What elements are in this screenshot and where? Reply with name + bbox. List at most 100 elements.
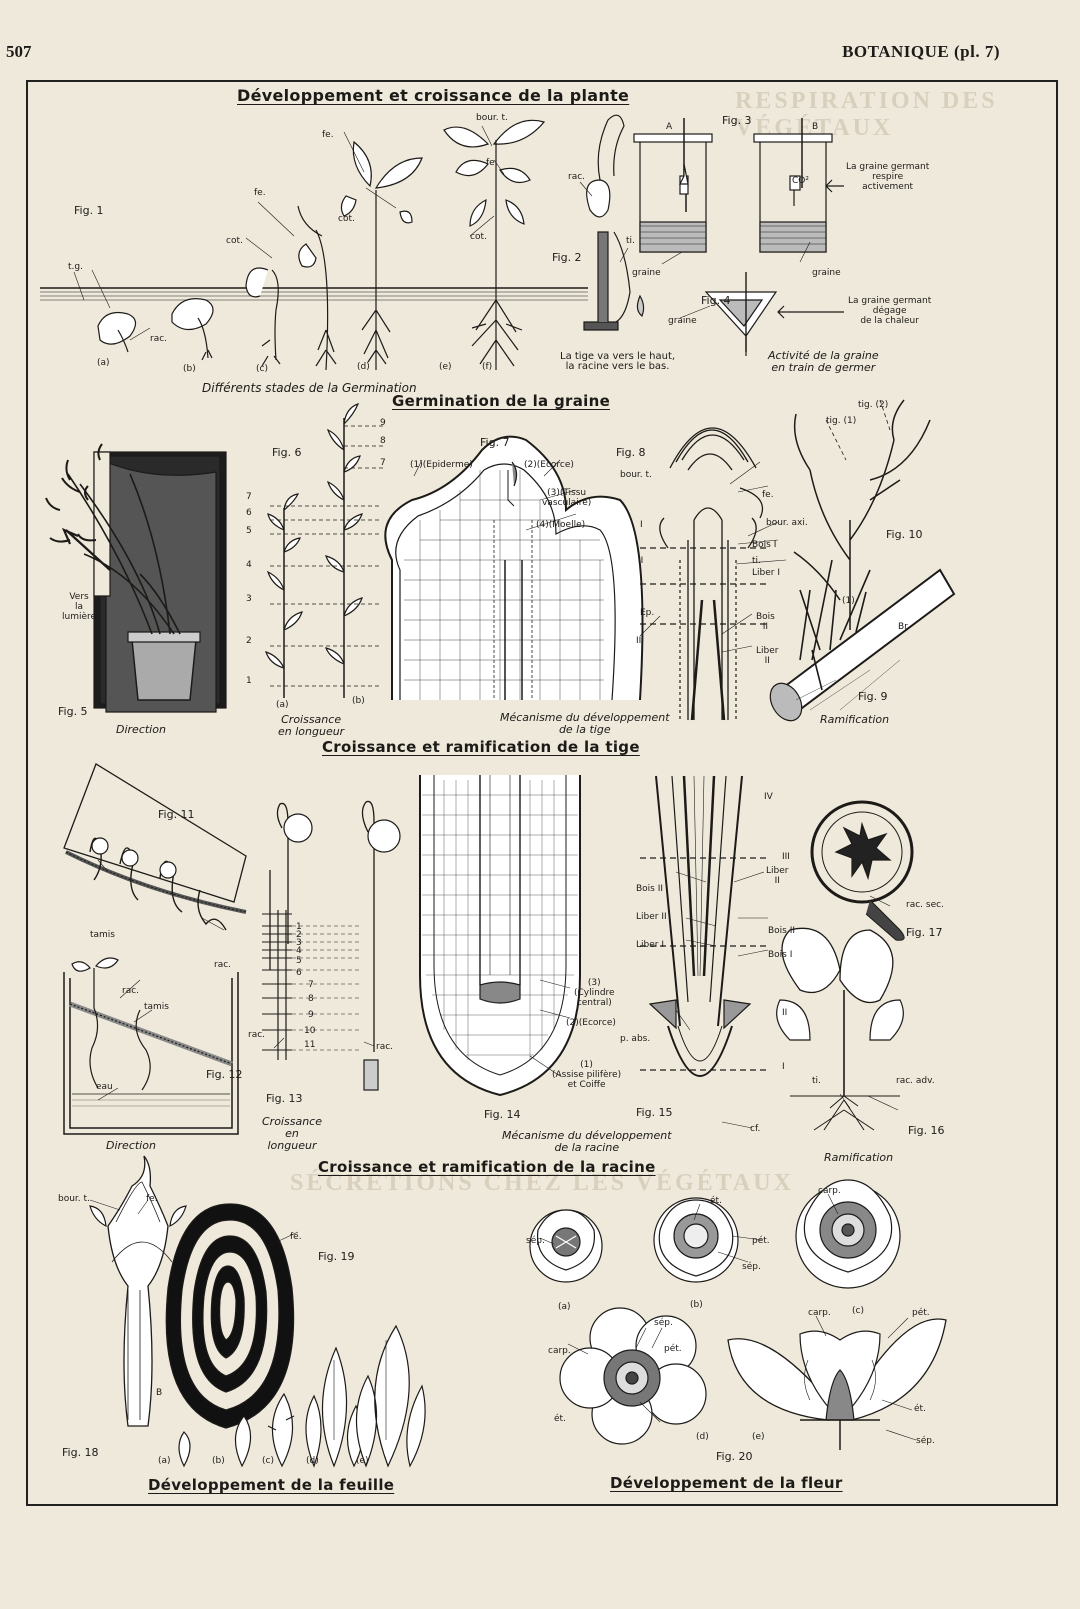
fig13-mark-6: 6: [296, 968, 302, 978]
label-cot-f: cot.: [470, 232, 487, 242]
label-carp-d: carp.: [548, 1346, 571, 1356]
label-pet-e: pét.: [912, 1308, 930, 1318]
fig-4-label: Fig. 4: [701, 294, 731, 307]
label-ecorce-root: (2)(Ecorce): [566, 1018, 616, 1028]
label-cf: cf.: [750, 1124, 761, 1134]
label-bour-axi: bour. axi.: [766, 518, 808, 528]
label-graine-b: graine: [812, 268, 841, 278]
label-bour-t-fig8: bour. t.: [620, 470, 652, 480]
label-fe-f: fe.: [486, 158, 498, 168]
seed-stage-e: [340, 140, 423, 370]
fig6-node-a-2: 2: [246, 636, 252, 646]
label-epiderme: (1)(Epiderme): [410, 460, 473, 470]
flower-stage-b: (b): [690, 1300, 703, 1310]
label-et-d: ét.: [554, 1414, 566, 1424]
fig-13-label: Fig. 13: [266, 1092, 303, 1105]
stem-elongation: [265, 403, 384, 698]
zone-I: I: [640, 520, 643, 530]
label-one-fig10: (1): [842, 596, 855, 606]
label-rac-fig2: rac.: [568, 172, 586, 182]
leaf-development-stages: [178, 1324, 426, 1468]
fig6-stem-b: (b): [352, 696, 365, 706]
stem-apex-cells: [384, 435, 644, 701]
label-ecorce: (2)(Ecorce): [524, 460, 574, 470]
label-graine-funnel: graine: [668, 316, 697, 326]
fig-2-label: Fig. 2: [552, 251, 582, 264]
water-tank-sieve: [63, 957, 239, 1135]
label-cot-e: cot.: [338, 214, 355, 224]
label-rac-fig11: rac.: [214, 960, 232, 970]
caption-fig2: La tige va vers le haut,la racine vers l…: [560, 351, 676, 372]
label-tamis-fig12: tamis: [144, 1002, 170, 1012]
label-tig1: tig. (1): [826, 416, 857, 426]
label-sep-e: sép.: [916, 1436, 935, 1446]
fig-15-label: Fig. 15: [636, 1106, 673, 1119]
bleed-text-2: SÉCRÉTIONS CHEZ LES VÉGÉTAUX: [290, 1170, 794, 1196]
label-bois-I-right: Bois I: [768, 950, 793, 960]
leader-lines: [73, 125, 917, 1441]
title-stem-growth: Croissance et ramification de la tige: [322, 738, 640, 756]
leaf-stage-a: (a): [158, 1456, 171, 1466]
stage-d: (d): [357, 362, 370, 372]
flower-stage-a: (a): [558, 1302, 571, 1312]
fig6-stem-a: (a): [276, 700, 289, 710]
label-tig2: tig. (2): [858, 400, 889, 410]
label-rac-fig12: rac.: [122, 986, 140, 996]
label-bour-t-f: bour. t.: [476, 113, 508, 123]
label-ti-fig2: ti.: [626, 236, 635, 246]
label-et-b: ét.: [710, 1196, 722, 1206]
label-fe-fig18: fe.: [146, 1194, 158, 1204]
fig13-mark-1: 1: [296, 922, 302, 932]
label-sep-d: sép.: [654, 1318, 673, 1328]
fig-5-label: Fig. 5: [58, 705, 88, 718]
label-liber-II-left: Liber II: [636, 912, 667, 922]
fig-9-label: Fig. 9: [858, 690, 888, 703]
label-cot-c: cot.: [226, 236, 243, 246]
zone-II: II: [638, 556, 644, 566]
label-fe-d: fe.: [254, 188, 266, 198]
hydrotropism-sieve: [63, 763, 247, 931]
zone-I-root: I: [782, 1062, 785, 1072]
root-cross-section: [810, 800, 914, 941]
fig13-mark-10: 10: [304, 1026, 316, 1036]
label-bois-I: Bois I: [752, 540, 777, 550]
caption-germination-stages: Différents stades de la Germination: [202, 381, 417, 395]
seed-stage-b: [171, 298, 214, 361]
jar-a-label: A: [666, 122, 673, 132]
label-fe-e: fe.: [322, 130, 334, 140]
fig13-mark-2: 2: [296, 930, 302, 940]
seedling-roots: [776, 927, 904, 1131]
fig-18-label: Fig. 18: [62, 1446, 99, 1459]
caption-direction-water: Direction: [106, 1139, 156, 1152]
label-liber-I: Liber I: [752, 568, 780, 578]
label-carp-e: carp.: [808, 1308, 831, 1318]
fig-1-label: Fig. 1: [74, 204, 104, 217]
label-fe-fig19: fe.: [290, 1232, 302, 1242]
fig-12-label: Fig. 12: [206, 1068, 243, 1081]
caption-stem-ramification: Ramification: [820, 713, 890, 726]
fig-11-label: Fig. 11: [158, 808, 195, 821]
label-carp-c: carp.: [818, 1186, 841, 1196]
seed-stage-d: [297, 205, 337, 371]
zone-IV: IV: [764, 792, 773, 802]
fig13-mark-8: 8: [308, 994, 314, 1004]
label-bour-t-fig18: bour. t.: [58, 1194, 90, 1204]
heat-funnel: [704, 272, 844, 356]
label-graine-a: graine: [632, 268, 661, 278]
flower-bud-b: [653, 1197, 739, 1283]
label-sep-b: sép.: [742, 1262, 761, 1272]
fig-6-label: Fig. 6: [272, 446, 302, 459]
label-co2: CO²: [792, 176, 809, 186]
label-rac-a: rac.: [150, 334, 168, 344]
leaf-stage-d: (d): [306, 1456, 319, 1466]
